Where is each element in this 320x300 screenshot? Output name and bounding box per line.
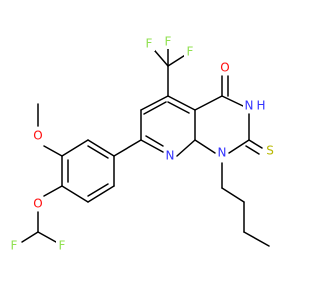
atom-label-f-top-mid: F (165, 35, 172, 49)
atom-f-top-right: F (184, 45, 196, 59)
atom-label-s-thione: S (266, 144, 274, 158)
bond-n8-c8a (176, 139, 196, 157)
bond-n1-c8a (194, 139, 216, 154)
bond-ph5-ph6 (87, 185, 115, 203)
bond-c7-n8 (140, 139, 164, 153)
atom-label-f-right: F (59, 239, 66, 253)
atom-label-o-methoxy: O (33, 129, 42, 143)
atom-f-top-left: F (143, 37, 155, 51)
bond-layer (21, 41, 270, 247)
bond-ph4-oether (43, 185, 63, 197)
atom-label-n-h: N (245, 99, 254, 113)
atom-n1: N (216, 146, 228, 160)
bond-c5-c6-double (143, 101, 167, 115)
bond-chf2-fleft (21, 231, 39, 243)
atom-o-ether: O (32, 197, 44, 211)
atom-label-f-left: F (11, 239, 18, 253)
bond-c4a-c5-double (167, 101, 190, 114)
atom-n-pyridine: N (164, 149, 176, 163)
atom-o-methoxy: O (32, 129, 44, 143)
bond-c4a-c5 (167, 95, 196, 111)
atom-label-h-on-n: H (256, 99, 265, 113)
bond-ph3-ometh (43, 145, 63, 157)
atom-label-f-top-right: F (187, 45, 194, 59)
atom-n-h: N (243, 99, 255, 113)
bond-ph1-ph2-double (87, 145, 109, 159)
bond-ph1-ph2 (87, 139, 115, 157)
bond-c2-s-double (245, 145, 260, 155)
atom-f-top-mid: F (162, 35, 174, 49)
atom-o-carbonyl: O (219, 61, 231, 75)
atom-f-right: F (56, 239, 68, 253)
atom-label-o-ether: O (33, 197, 42, 211)
atom-label-o-carbonyl: O (220, 61, 229, 75)
bond-c4a-c4 (194, 95, 223, 111)
bond-c7-phenyl (113, 139, 142, 157)
atom-s-thione: S (264, 144, 276, 158)
bond-c2-s (248, 139, 263, 149)
bond-chf2-fright (37, 231, 57, 243)
bond-ph5-ph6-double (87, 183, 109, 197)
atom-f-left: F (8, 239, 20, 253)
atom-h-on-n: H (255, 99, 267, 113)
bond-butyl3-butyl4 (243, 231, 270, 247)
atom-label-n1: N (218, 146, 227, 160)
bond-c2-n1 (228, 139, 250, 154)
bond-c4-n3 (221, 95, 244, 107)
atom-label-n-pyridine: N (166, 149, 175, 163)
bond-butyl1-butyl2 (221, 187, 245, 203)
atom-label-f-top-left: F (146, 37, 153, 51)
bond-c7-n8-double (145, 135, 164, 147)
bond-ph2-ph3 (61, 139, 89, 157)
bond-ph4-ph5 (61, 185, 89, 203)
bond-c5-c6 (140, 95, 169, 111)
